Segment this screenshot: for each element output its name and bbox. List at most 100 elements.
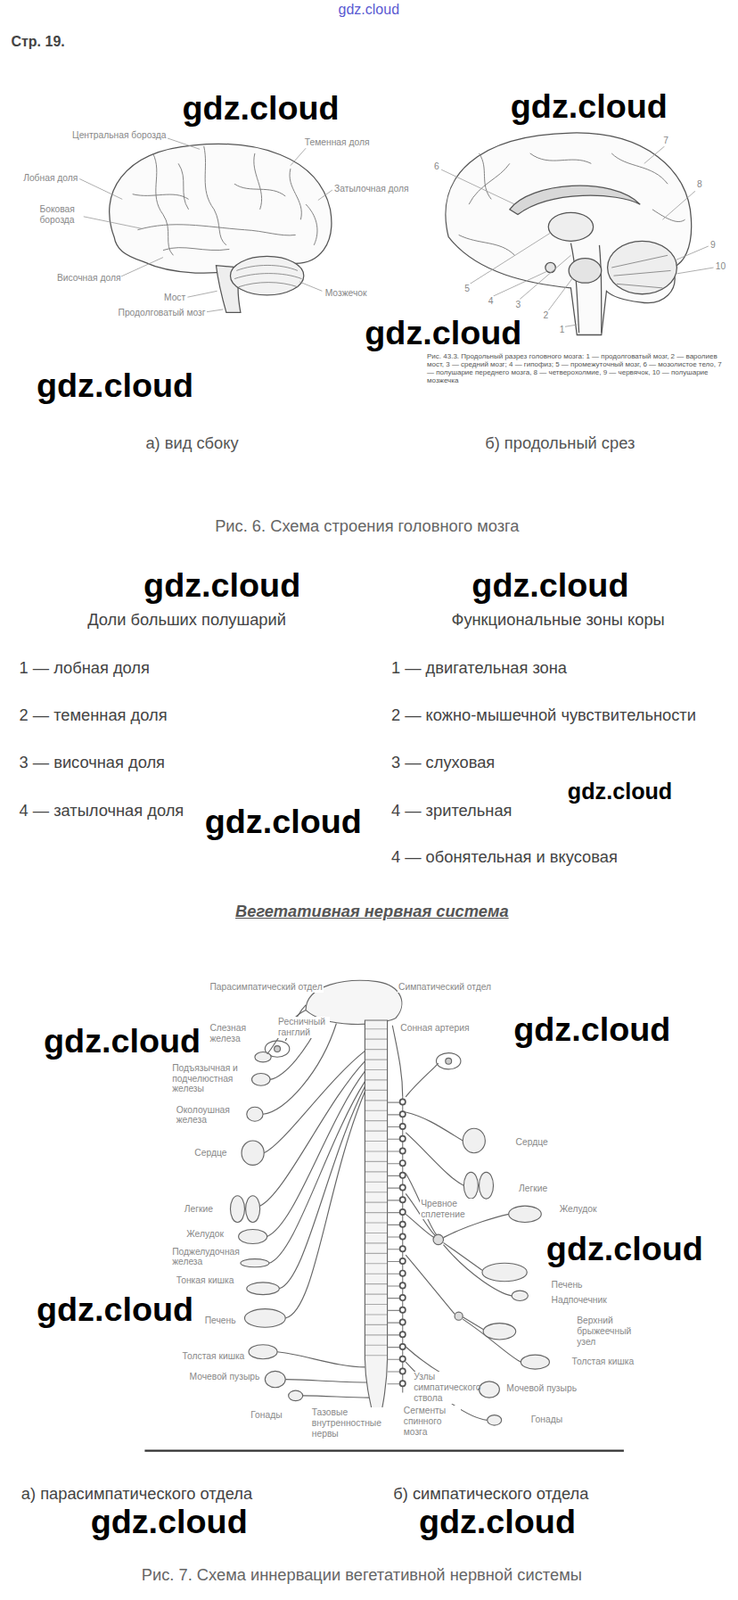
part-label: Центральная борозда bbox=[71, 130, 167, 141]
autonomic-nervous-system bbox=[251, 1072, 271, 1085]
part-label: Околоушная железа bbox=[175, 1104, 239, 1126]
autonomic-nervous-system bbox=[405, 1062, 439, 1097]
brain-section bbox=[459, 153, 686, 255]
figure-caption: Рис. 7. Схема иннервации вегетативной не… bbox=[140, 1564, 583, 1583]
part-label: Ресничный ганглий bbox=[277, 1016, 330, 1038]
brain-section bbox=[613, 270, 671, 276]
brain-section bbox=[441, 169, 515, 205]
autonomic-nervous-system bbox=[479, 1171, 494, 1198]
autonomic-nervous-system bbox=[246, 1106, 263, 1121]
autonomic-nervous-system bbox=[442, 1241, 482, 1270]
brain-section bbox=[530, 153, 592, 164]
autonomic-nervous-system bbox=[462, 1316, 484, 1329]
autonomic-nervous-system bbox=[229, 1195, 245, 1222]
autonomic-nervous-system bbox=[246, 1195, 261, 1222]
autonomic-nervous-system bbox=[240, 1258, 270, 1267]
brain-side-view bbox=[204, 146, 227, 246]
part-label: Слезная железа bbox=[208, 1022, 256, 1044]
list-heading: Функциональные зоны коры bbox=[450, 609, 665, 629]
autonomic-nervous-system bbox=[487, 1414, 502, 1425]
autonomic-nervous-system bbox=[387, 1101, 401, 1390]
figure-caption: б) симпатического отдела bbox=[392, 1483, 590, 1502]
brain-side-view bbox=[318, 189, 333, 200]
autonomic-nervous-system bbox=[248, 1344, 278, 1359]
autonomic-nervous-system bbox=[433, 1233, 443, 1244]
brain-side-view bbox=[238, 282, 298, 287]
autonomic-nervous-system bbox=[462, 1318, 521, 1362]
brain-side-view bbox=[79, 179, 123, 200]
list-item: 2 — кожно-мышечной чувствительности bbox=[390, 705, 697, 724]
list-item: 2 — теменная доля bbox=[18, 705, 169, 724]
autonomic-nervous-system bbox=[442, 1244, 512, 1296]
autonomic-nervous-system bbox=[254, 1050, 271, 1061]
brain-side-view bbox=[118, 257, 164, 279]
part-label: Сердце bbox=[515, 1136, 550, 1148]
callout-number: 5 bbox=[463, 283, 471, 295]
part-label: Узлы симпатического ствола bbox=[412, 1370, 478, 1403]
list-item: 1 — лобная доля bbox=[18, 657, 151, 677]
part-label: Симпатический отдел bbox=[397, 981, 492, 993]
watermark: gdz.cloud bbox=[90, 1504, 249, 1539]
brain-section bbox=[616, 283, 663, 288]
autonomic-nervous-system bbox=[264, 1369, 286, 1386]
brain-section bbox=[468, 163, 510, 205]
autonomic-nervous-system bbox=[365, 1027, 387, 1359]
watermark: gdz.cloud bbox=[142, 568, 302, 603]
callout-number: 7 bbox=[662, 135, 670, 147]
brain-section bbox=[674, 246, 709, 261]
callout-number: 6 bbox=[433, 161, 441, 173]
figure-caption: Рис. 6. Схема строения головного мозга bbox=[213, 516, 520, 535]
figure-caption: а) парасимпатического отдела bbox=[20, 1483, 254, 1502]
watermark: gdz.cloud bbox=[204, 804, 363, 839]
autonomic-nervous-system bbox=[399, 1101, 407, 1390]
list-heading: Доли больших полушарий bbox=[86, 609, 287, 629]
brain-side-view bbox=[109, 143, 332, 273]
brain-section bbox=[459, 234, 516, 255]
part-label: Толстая кишка bbox=[570, 1355, 635, 1367]
brain-side-view bbox=[234, 273, 302, 279]
brain-side-view bbox=[132, 194, 189, 200]
autonomic-nervous-system bbox=[303, 1394, 369, 1397]
brain-side-view bbox=[132, 146, 318, 255]
watermark: gdz.cloud bbox=[363, 316, 523, 351]
autonomic-nervous-system bbox=[392, 1025, 402, 1097]
part-label: Печень bbox=[204, 1314, 238, 1326]
part-label: Легкие bbox=[183, 1203, 214, 1214]
brain-section bbox=[652, 209, 686, 222]
brain-side-view bbox=[289, 168, 302, 220]
part-label: Верхний брыжеечный узел bbox=[575, 1314, 640, 1346]
watermark: gdz.cloud bbox=[337, 1, 402, 18]
part-label: Тазовые внутренностные нервы bbox=[311, 1406, 386, 1438]
brain-side-view bbox=[234, 183, 286, 197]
brain-section bbox=[676, 267, 714, 274]
brain-section bbox=[548, 212, 593, 241]
part-label: Надпочечник bbox=[550, 1294, 608, 1305]
brain-section bbox=[611, 254, 668, 268]
list-item: 4 — обонятельная и вкусовая bbox=[390, 846, 619, 866]
page-title: Стр. 19. bbox=[9, 33, 66, 50]
autonomic-nervous-system bbox=[405, 1254, 455, 1313]
divider-line bbox=[144, 1449, 624, 1452]
watermark: gdz.cloud bbox=[181, 91, 341, 126]
watermark: gdz.cloud bbox=[470, 568, 630, 603]
autonomic-nervous-system bbox=[520, 1353, 550, 1369]
part-label: Поджелудочная железа bbox=[171, 1246, 239, 1268]
part-label: Подъязычная и подчелюстная железы bbox=[171, 1062, 246, 1094]
brain-section bbox=[570, 243, 579, 334]
autonomic-nervous-system bbox=[364, 1019, 387, 1433]
part-label: Желудок bbox=[558, 1203, 599, 1214]
brain-side-view bbox=[254, 153, 263, 210]
callout-number: 4 bbox=[487, 295, 495, 307]
part-label: Боковая борозда bbox=[38, 204, 83, 226]
part-label: Мочевой пузырь bbox=[188, 1370, 262, 1382]
callout-number: 2 bbox=[541, 310, 550, 321]
part-label: Лобная доля bbox=[22, 172, 79, 184]
autonomic-nervous-system bbox=[479, 1380, 501, 1397]
watermark: gdz.cloud bbox=[509, 90, 669, 124]
brain-side-view bbox=[137, 224, 296, 236]
part-label: Тонкая кишка bbox=[175, 1274, 236, 1286]
brain-section bbox=[607, 240, 678, 294]
brain-section bbox=[568, 258, 602, 283]
autonomic-nervous-system bbox=[285, 1090, 365, 1318]
